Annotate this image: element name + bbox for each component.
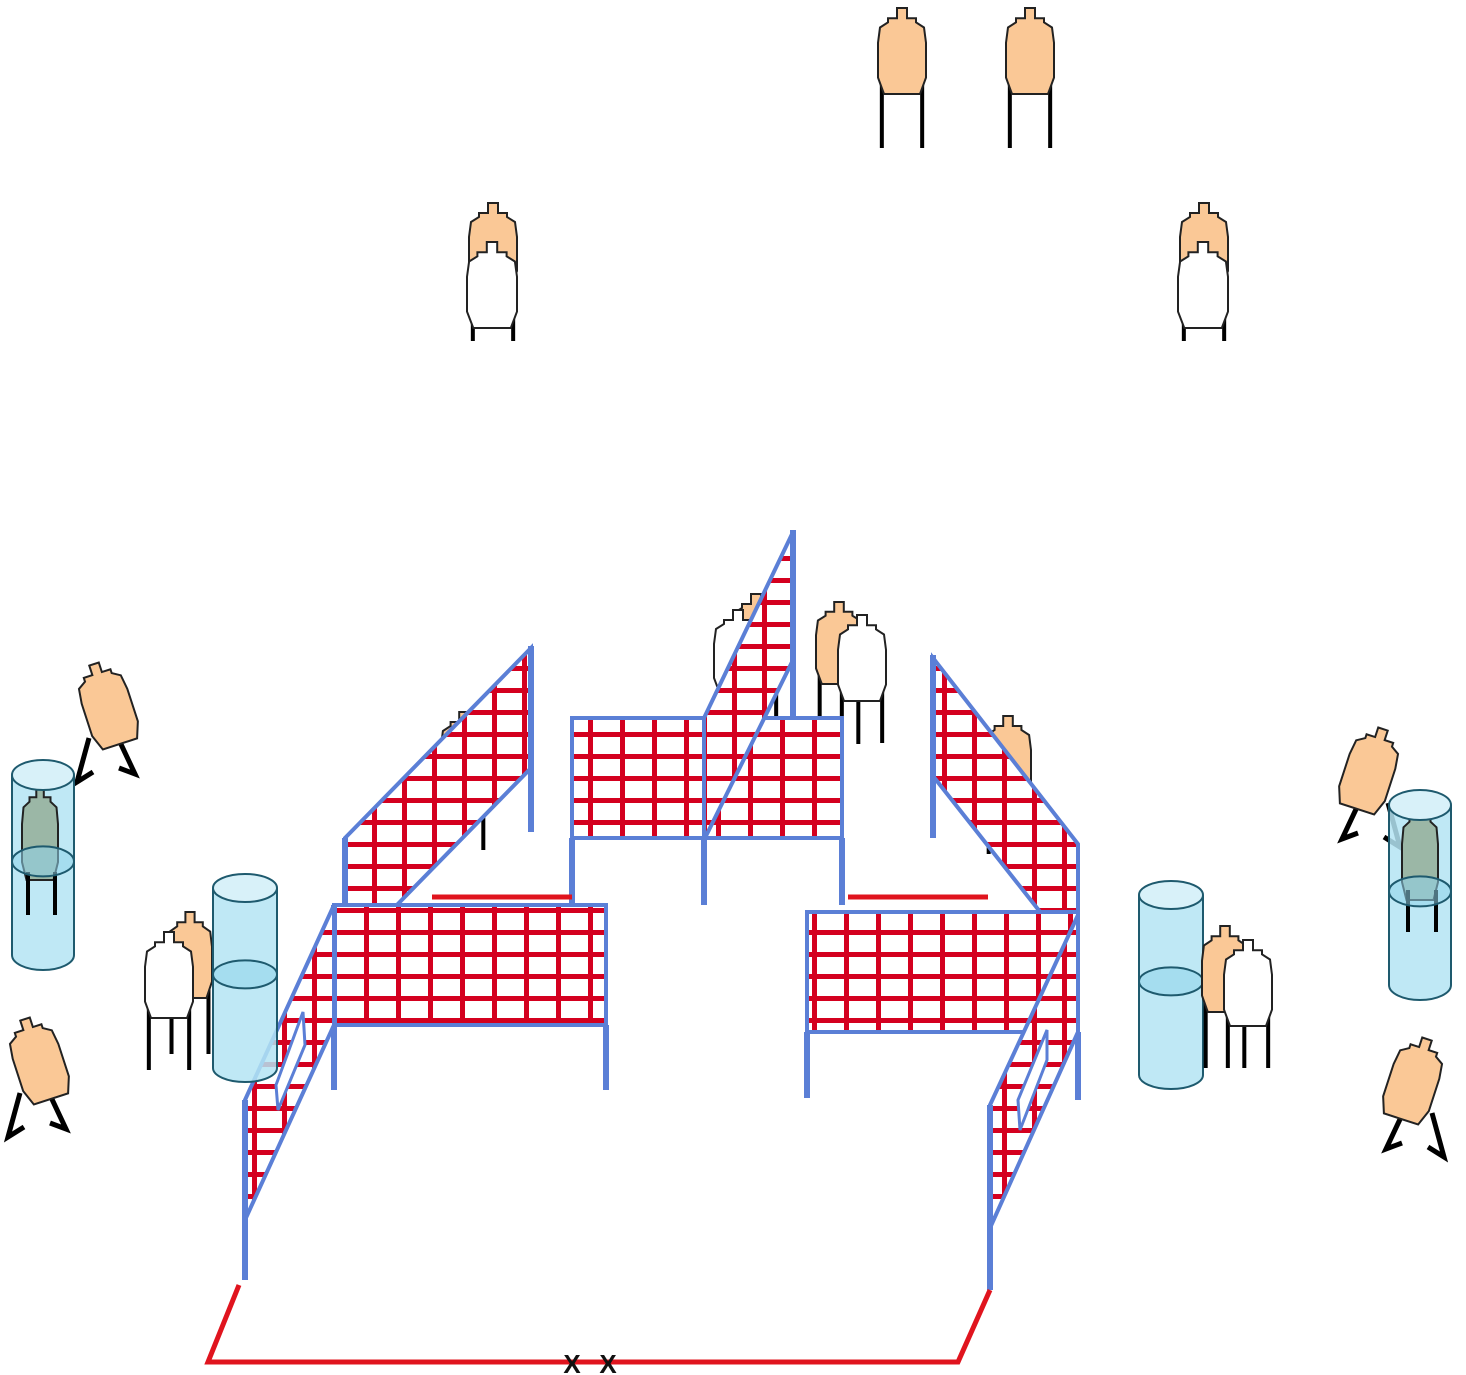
mid-no-shoot-right — [1177, 241, 1229, 329]
front-props-layer — [3, 661, 1452, 1163]
left-front-wall — [332, 903, 608, 1027]
barrel-rib — [11, 845, 75, 878]
right-wall-port — [1016, 1029, 1049, 1131]
target-leg — [1426, 1112, 1449, 1163]
barrel-top — [1138, 880, 1204, 910]
far-target-2 — [1005, 7, 1055, 148]
target-leg — [72, 737, 95, 788]
right-front-barrel — [1138, 880, 1204, 1090]
ipsc-target-icon — [1338, 726, 1400, 816]
barrel-rib — [1388, 875, 1452, 908]
no-shoot-target-icon — [1223, 939, 1273, 1027]
no-shoot-target-icon — [837, 614, 887, 702]
target-leg — [1337, 803, 1361, 844]
target-leg — [3, 1092, 26, 1143]
no-shoot-target-icon — [1177, 241, 1229, 329]
barrel-rib — [212, 959, 278, 990]
no-shoot-target-icon — [466, 241, 518, 329]
left-lower-target — [3, 1016, 71, 1143]
right-pair-no-shoot — [1223, 939, 1273, 1068]
target-leg — [47, 1093, 71, 1134]
shooting-box-line — [204, 1284, 993, 1365]
walls-layer — [204, 530, 1081, 1365]
no-shoot-target-icon — [144, 931, 194, 1019]
barrel-rib — [1138, 966, 1204, 997]
start-position: X X — [563, 1349, 617, 1375]
left-pair-no-shoot — [144, 931, 194, 1070]
left-upper-target — [72, 661, 140, 788]
left-front-barrel — [212, 873, 278, 1083]
barrel-top — [1388, 789, 1452, 821]
right-lower-target — [1381, 1036, 1449, 1163]
ipsc-target-icon — [877, 7, 927, 95]
barrel-top — [212, 873, 278, 903]
ipsc-target-icon — [1382, 1036, 1444, 1126]
barrel-top — [11, 759, 75, 791]
start-mark-right: X — [599, 1349, 617, 1375]
ipsc-target-icon — [77, 661, 139, 751]
left-wall-port — [274, 1011, 307, 1111]
mid-no-shoot-left — [466, 241, 518, 329]
ipsc-target-icon — [8, 1016, 70, 1106]
center-no-shoot-2 — [837, 614, 887, 743]
far-target-1 — [877, 7, 927, 148]
start-mark-left: X — [563, 1349, 581, 1375]
target-leg — [116, 738, 140, 779]
ipsc-target-icon — [1005, 7, 1055, 95]
left-barrel — [11, 759, 75, 971]
target-leg — [1381, 1113, 1405, 1154]
right-barrel — [1388, 789, 1452, 1001]
